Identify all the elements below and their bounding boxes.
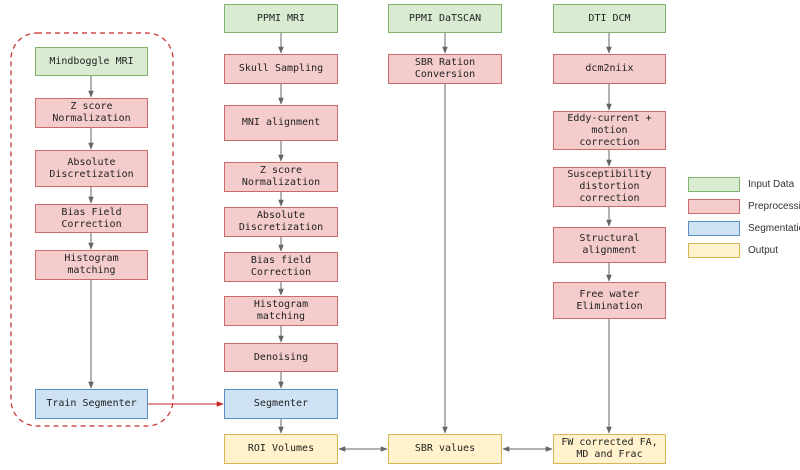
legend-input-swatch xyxy=(688,177,740,192)
mindboggle-mri-node: Mindboggle MRI xyxy=(35,47,148,76)
mri-bias-node: Bias field Correction xyxy=(224,252,338,282)
structural-alignment-node: Structural alignment xyxy=(553,227,666,263)
left-bias-node: Bias Field Correction xyxy=(35,204,148,233)
free-water-node: Free water Elimination xyxy=(553,282,666,319)
skull-node: Skull Sampling xyxy=(224,54,338,84)
left-znorm-node: Z score Normalization xyxy=(35,98,148,128)
legend-preprocessing-label: Preprocessing xyxy=(748,201,800,212)
denoising-node: Denoising xyxy=(224,343,338,372)
ppmi-mri-node: PPMI MRI xyxy=(224,4,338,33)
legend-output-label: Output xyxy=(748,245,779,256)
training-group-outline xyxy=(10,32,174,427)
legend-output-swatch xyxy=(688,243,740,258)
eddy-current-node: Eddy-current + motion correction xyxy=(553,111,666,150)
left-histogram-node: Histogram matching xyxy=(35,250,148,280)
sbr-conversion-node: SBR Ration Conversion xyxy=(388,54,502,84)
dcm2niix-node: dcm2niix xyxy=(553,54,666,84)
sbr-values-node: SBR values xyxy=(388,434,502,464)
train-segmenter-node: Train Segmenter xyxy=(35,389,148,419)
mni-node: MNI alignment xyxy=(224,105,338,141)
left-discretization-node: Absolute Discretization xyxy=(35,150,148,187)
segmenter-node: Segmenter xyxy=(224,389,338,419)
legend-segmentation-swatch xyxy=(688,221,740,236)
mri-discretization-node: Absolute Discretization xyxy=(224,207,338,237)
legend-preprocessing-swatch xyxy=(688,199,740,214)
fw-corrected-node: FW corrected FA, MD and Frac xyxy=(553,434,666,464)
legend-input-label: Input Data xyxy=(748,179,795,190)
roi-volumes-node: ROI Volumes xyxy=(224,434,338,464)
ppmi-datscan-node: PPMI DaTSCAN xyxy=(388,4,502,33)
susceptibility-node: Susceptibility distortion correction xyxy=(553,167,666,207)
dti-dcm-node: DTI DCM xyxy=(553,4,666,33)
legend-segmentation-label: Segmentation xyxy=(748,223,800,234)
mri-znorm-node: Z score Normalization xyxy=(224,162,338,192)
mri-histogram-node: Histogram matching xyxy=(224,296,338,326)
